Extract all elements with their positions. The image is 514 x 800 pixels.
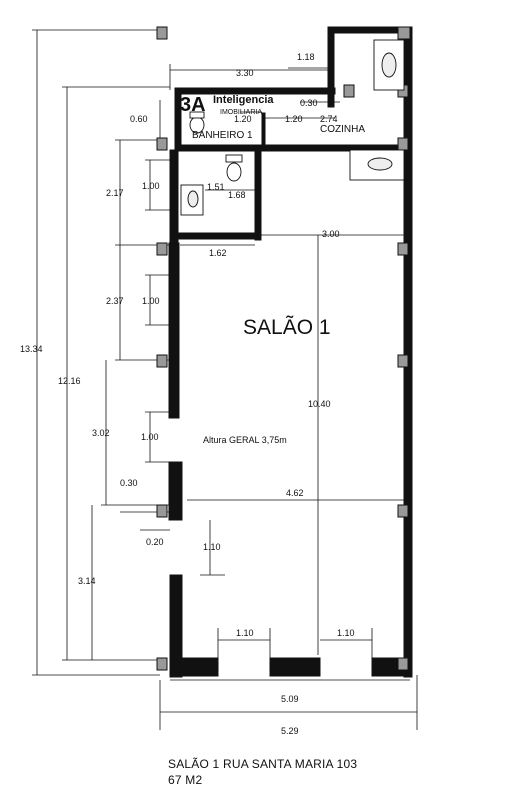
- logo-name: Inteligencia: [213, 94, 274, 106]
- dim-1-20-b: 1.20: [285, 114, 303, 124]
- company-logo: 3A Inteligencia IMOBILIARIA: [180, 94, 274, 116]
- ceiling-height-note: Altura GERAL 3,75m: [203, 435, 287, 445]
- fixtures: [180, 39, 405, 216]
- sink-wc: [180, 184, 204, 216]
- toilet-wc: [225, 154, 243, 182]
- dim-10-40: 10.40: [308, 399, 331, 409]
- footer-area: 67 M2: [168, 773, 203, 787]
- logo-brand: 3A: [180, 94, 206, 116]
- dim-4-62: 4.62: [286, 488, 304, 498]
- dim-3-02: 3.02: [92, 428, 110, 438]
- dim-2-37: 2.37: [106, 296, 124, 306]
- columns: [156, 26, 411, 671]
- logo-sub: IMOBILIARIA: [220, 109, 262, 116]
- dim-1-68: 1.68: [228, 190, 246, 200]
- dim-1-10-b: 1.10: [337, 628, 355, 638]
- dim-0-30-top: 0.30: [300, 98, 318, 108]
- toilet-banheiro: [189, 111, 205, 134]
- dim-2-74: 2.74: [320, 114, 338, 124]
- dim-3-30: 3.30: [236, 68, 254, 78]
- dim-3-14: 3.14: [78, 576, 96, 586]
- dim-3-00: 3.00: [322, 229, 340, 239]
- dim-0-60: 0.60: [130, 114, 148, 124]
- room-label-banheiro: BANHEIRO 1: [192, 130, 253, 141]
- dim-1-18: 1.18: [297, 52, 315, 62]
- dim-5-09: 5.09: [281, 694, 299, 704]
- dimension-lines: [32, 29, 418, 730]
- sink-top-right: [373, 39, 405, 91]
- dim-0-20: 0.20: [146, 537, 164, 547]
- dim-1-20-a: 1.20: [234, 114, 252, 124]
- dim-1-00-c: 1.00: [141, 432, 159, 442]
- dim-1-10-v: 1.10: [203, 542, 221, 552]
- footer-address: SALÃO 1 RUA SANTA MARIA 103: [168, 757, 358, 771]
- room-label-salao: SALÃO 1: [243, 315, 331, 339]
- walls: [168, 26, 413, 678]
- room-label-cozinha: COZINHA: [320, 124, 365, 135]
- dim-1-00-b: 1.00: [142, 296, 160, 306]
- dim-1-51: 1.51: [207, 182, 225, 192]
- dim-1-62: 1.62: [209, 248, 227, 258]
- sink-kitchen: [349, 149, 405, 181]
- dim-5-29: 5.29: [281, 726, 299, 736]
- dim-12-16: 12.16: [58, 376, 81, 386]
- dim-1-10-a: 1.10: [236, 628, 254, 638]
- dim-1-00-a: 1.00: [142, 181, 160, 191]
- dim-0-30-side: 0.30: [120, 478, 138, 488]
- dim-2-17: 2.17: [106, 188, 124, 198]
- dim-13-34: 13.34: [20, 344, 43, 354]
- dimension-labels: 1.18 3.30 0.30 0.60 1.20 1.20 2.74 2.17 …: [20, 52, 355, 736]
